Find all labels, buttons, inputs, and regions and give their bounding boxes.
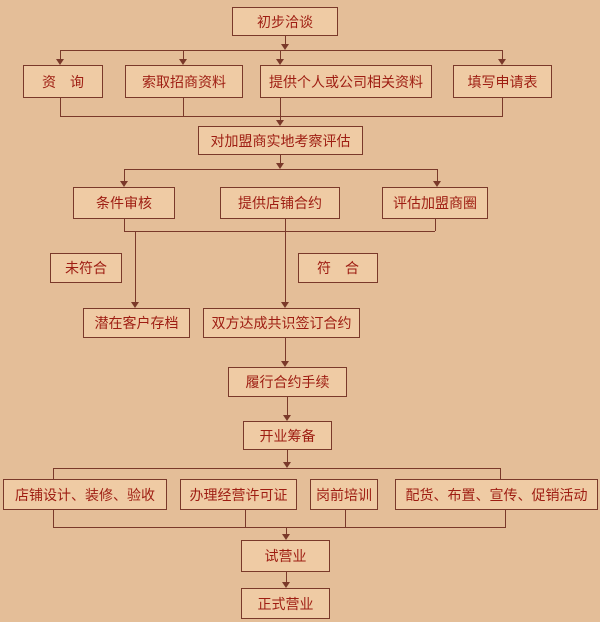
flow-node-provide-info: 提供个人或公司相关资料 (260, 65, 432, 98)
arrowhead-down-icon (56, 59, 64, 65)
arrowhead-down-icon (498, 59, 506, 65)
flow-node-request-materials: 索取招商资料 (125, 65, 243, 98)
connector-line (280, 116, 281, 121)
connector-line (124, 169, 437, 170)
arrowhead-down-icon (120, 181, 128, 187)
flow-node-inquiry: 资 询 (23, 65, 103, 98)
arrowhead-down-icon (282, 534, 290, 540)
connector-line (502, 98, 503, 116)
flow-node-fulfill-contract: 履行合约手续 (228, 367, 347, 397)
flow-node-evaluate-trade-area: 评估加盟商圈 (382, 187, 488, 219)
connector-line (53, 510, 54, 527)
connector-line (53, 468, 54, 479)
connector-line (285, 219, 286, 231)
connector-line (285, 36, 286, 46)
connector-line (183, 98, 184, 116)
flow-node-initial-talk: 初步洽谈 (232, 7, 338, 36)
connector-line (280, 50, 281, 60)
flow-node-goods-promotion: 配货、布置、宣传、促销活动 (395, 479, 598, 510)
connector-line (280, 98, 281, 116)
connector-line (285, 338, 286, 361)
arrowhead-down-icon (281, 44, 289, 50)
arrowhead-down-icon (131, 302, 139, 308)
connector-line (287, 450, 288, 462)
arrowhead-down-icon (283, 462, 291, 468)
connector-line (286, 527, 287, 535)
flow-node-archive-potential-customer: 潜在客户存档 (83, 308, 190, 338)
connector-line (183, 50, 184, 60)
flow-node-qualified: 符 合 (298, 253, 378, 283)
connector-line (53, 527, 506, 528)
arrowhead-down-icon (276, 120, 284, 126)
connector-line (53, 468, 501, 469)
flow-node-site-evaluation: 对加盟商实地考察评估 (198, 126, 363, 155)
flow-node-official-operation: 正式营业 (241, 588, 330, 619)
arrowhead-down-icon (276, 163, 284, 169)
connector-line (124, 169, 125, 182)
flow-node-provide-store-contract: 提供店铺合约 (220, 187, 340, 219)
connector-line (60, 98, 61, 116)
arrowhead-down-icon (433, 181, 441, 187)
connector-line (280, 155, 281, 164)
connector-line (345, 510, 346, 527)
connector-line (285, 231, 286, 302)
arrowhead-down-icon (276, 59, 284, 65)
connector-line (60, 116, 503, 117)
connector-line (500, 468, 501, 479)
flow-node-sign-contract: 双方达成共识签订合约 (203, 308, 360, 338)
connector-line (505, 510, 506, 527)
flow-node-not-qualified: 未符合 (50, 253, 122, 283)
connector-line (135, 231, 136, 302)
connector-line (124, 219, 125, 231)
connector-line (502, 50, 503, 60)
flow-node-condition-review: 条件审核 (73, 187, 175, 219)
connector-line (437, 169, 438, 182)
flow-node-store-design: 店铺设计、装修、验收 (3, 479, 167, 510)
arrowhead-down-icon (283, 415, 291, 421)
arrowhead-down-icon (282, 582, 290, 588)
connector-line (435, 219, 436, 231)
connector-line (245, 510, 246, 527)
arrowhead-down-icon (281, 302, 289, 308)
connector-line (286, 572, 287, 583)
connector-line (124, 231, 435, 232)
arrowhead-down-icon (179, 59, 187, 65)
connector-line (287, 397, 288, 415)
connector-line (60, 50, 503, 51)
connector-line (60, 50, 61, 60)
flow-node-opening-preparation: 开业筹备 (243, 421, 332, 450)
arrowhead-down-icon (281, 361, 289, 367)
flow-node-fill-application: 填写申请表 (453, 65, 552, 98)
flow-node-pre-job-training: 岗前培训 (310, 479, 378, 510)
flow-node-business-license: 办理经营许可证 (180, 479, 297, 510)
flow-node-trial-operation: 试营业 (241, 540, 330, 572)
